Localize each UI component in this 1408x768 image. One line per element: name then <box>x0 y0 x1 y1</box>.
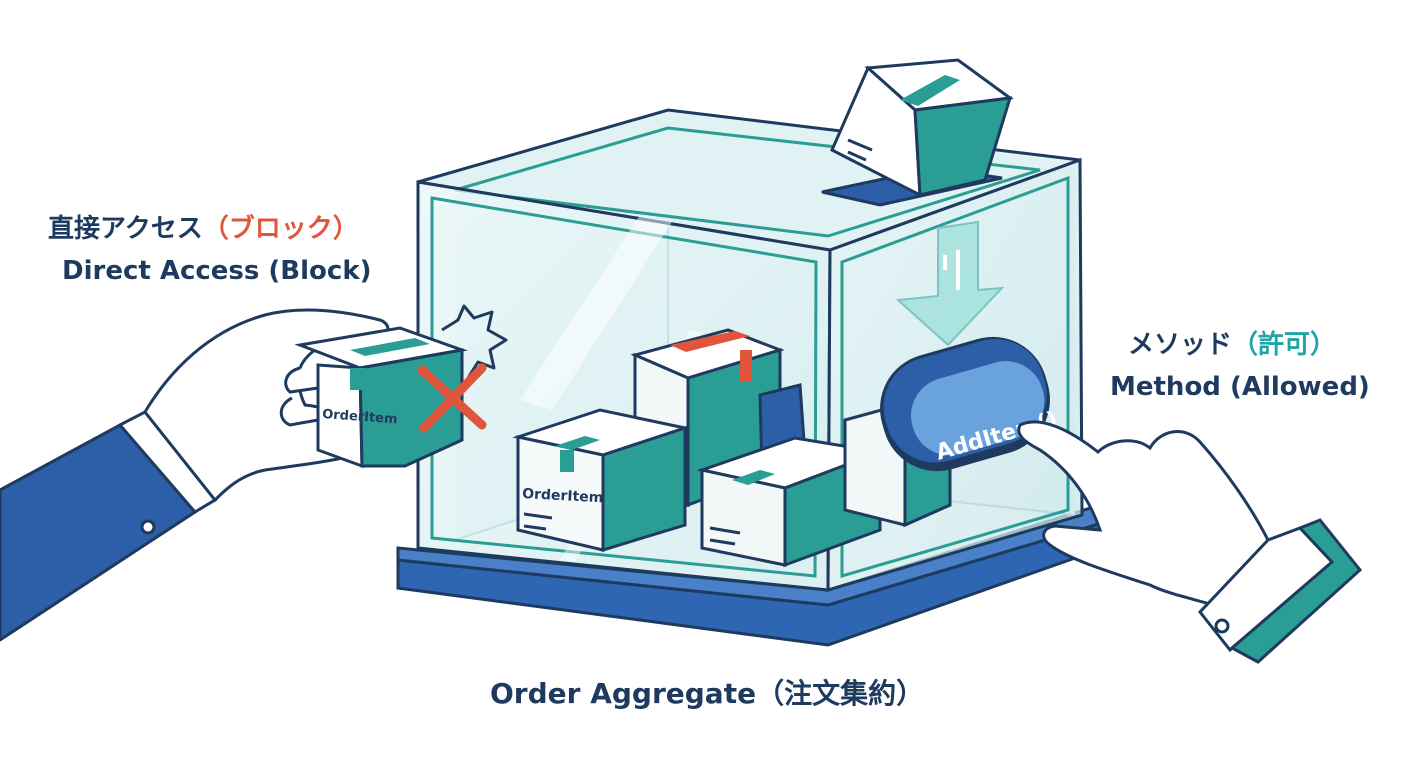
direct-access-jp: 直接アクセス <box>48 214 203 244</box>
inner-box-orderitem: OrderItem <box>512 408 691 553</box>
cross-icon <box>417 363 487 433</box>
aggregate-caption: Order Aggregate（注文集約） <box>490 677 925 710</box>
direct-access-jp-row: 直接アクセス（ブロック） <box>48 208 372 250</box>
direct-access-label: 直接アクセス（ブロック） Direct Access (Block) <box>48 208 372 292</box>
method-jp-row: メソッド（許可） <box>1128 324 1370 366</box>
method-jp: メソッド <box>1128 330 1233 360</box>
direct-access-en: Direct Access (Block) <box>62 256 372 286</box>
left-hand <box>0 308 390 642</box>
method-label: メソッド（許可） Method (Allowed) <box>1110 324 1370 408</box>
method-en: Method (Allowed) <box>1110 372 1370 402</box>
right-hand <box>1017 420 1363 664</box>
blocked-box: OrderItem <box>294 326 468 469</box>
incoming-box <box>821 58 1014 207</box>
arrow-down-icon <box>895 220 1005 347</box>
left-hand-fingers <box>279 366 319 427</box>
blocked-box-label: OrderItem <box>322 407 398 427</box>
impact-burst-icon <box>441 304 508 379</box>
direct-access-status: （ブロック） <box>202 214 359 244</box>
method-status: （許可） <box>1232 330 1337 360</box>
inner-box-label: OrderItem <box>522 486 604 506</box>
